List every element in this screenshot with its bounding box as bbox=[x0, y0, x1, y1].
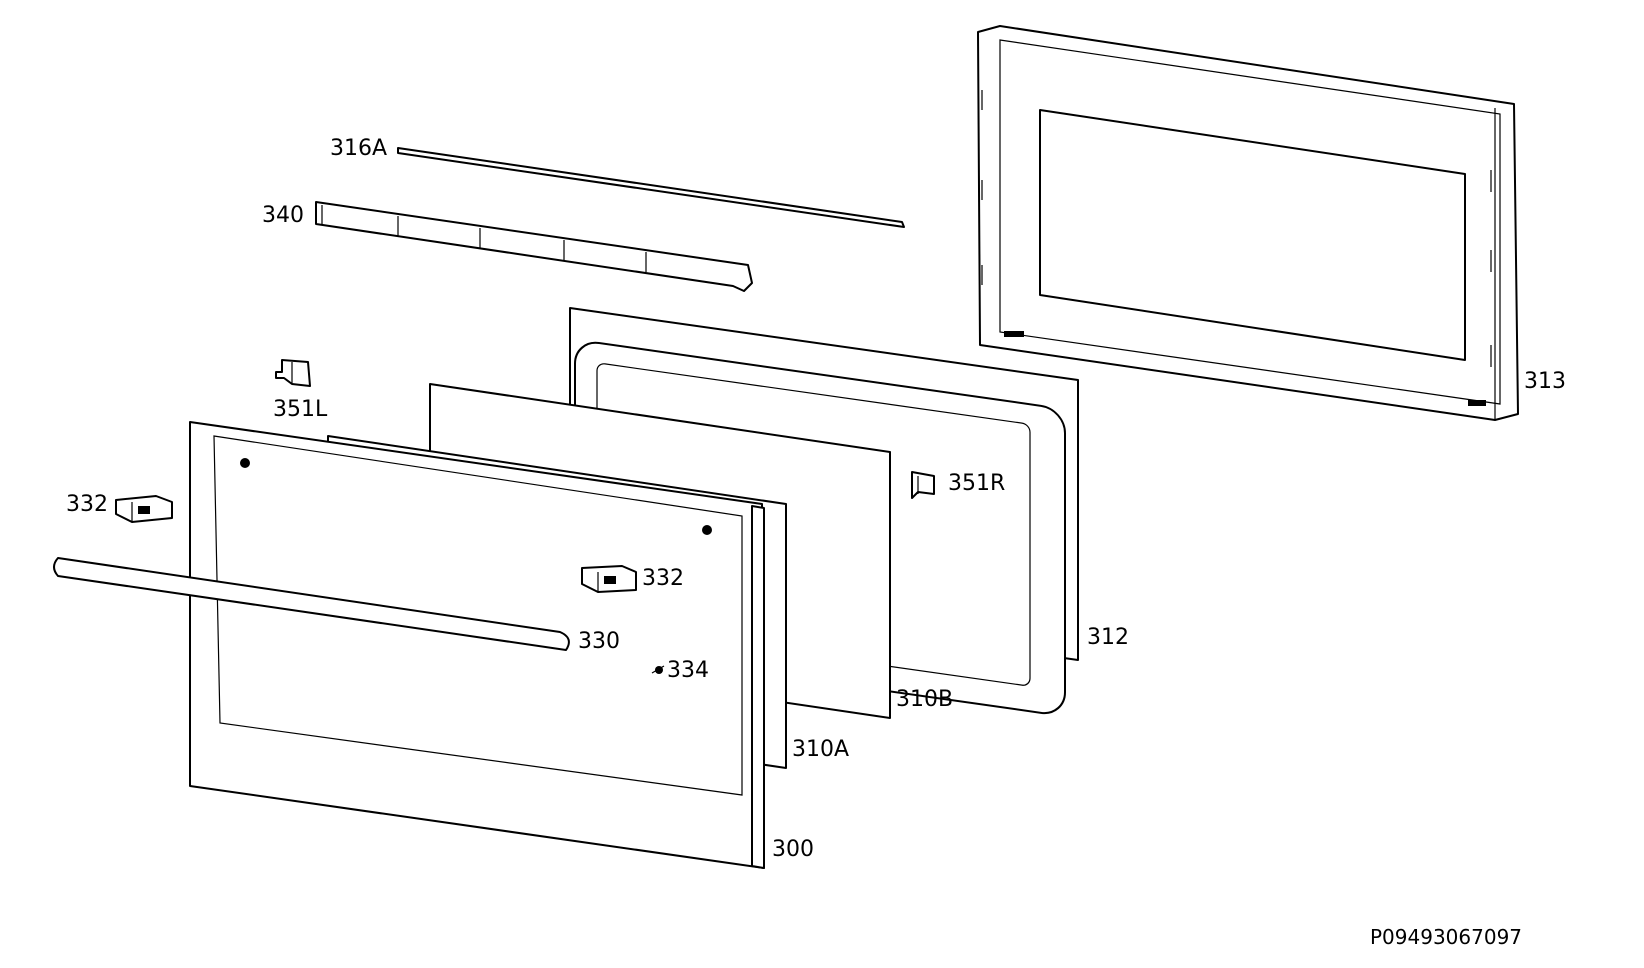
part-332-bracket-left bbox=[115, 495, 173, 523]
part-313-rear-frame bbox=[977, 25, 1519, 421]
label-300: 300 bbox=[772, 837, 814, 862]
part-316A-rod bbox=[397, 147, 905, 228]
label-332-left: 332 bbox=[66, 492, 108, 517]
label-313: 313 bbox=[1524, 369, 1566, 394]
part-351L-clip bbox=[275, 359, 311, 387]
part-340-deflector bbox=[315, 201, 753, 292]
part-330-handle bbox=[53, 557, 570, 651]
label-351R: 351R bbox=[948, 471, 1005, 496]
label-310B: 310B bbox=[896, 687, 953, 712]
label-310A: 310A bbox=[792, 737, 849, 762]
part-351R-clip bbox=[911, 471, 935, 499]
part-300-front-door bbox=[189, 421, 765, 869]
label-330: 330 bbox=[578, 629, 620, 654]
part-334-screw bbox=[651, 665, 665, 674]
reference-code: P09493067097 bbox=[1370, 925, 1522, 949]
part-332-bracket-center bbox=[581, 565, 637, 593]
label-332-center: 332 bbox=[642, 566, 684, 591]
label-340: 340 bbox=[262, 203, 304, 228]
label-351L: 351L bbox=[273, 397, 328, 422]
label-316A: 316A bbox=[330, 136, 387, 161]
label-312: 312 bbox=[1087, 625, 1129, 650]
label-334: 334 bbox=[667, 658, 709, 683]
